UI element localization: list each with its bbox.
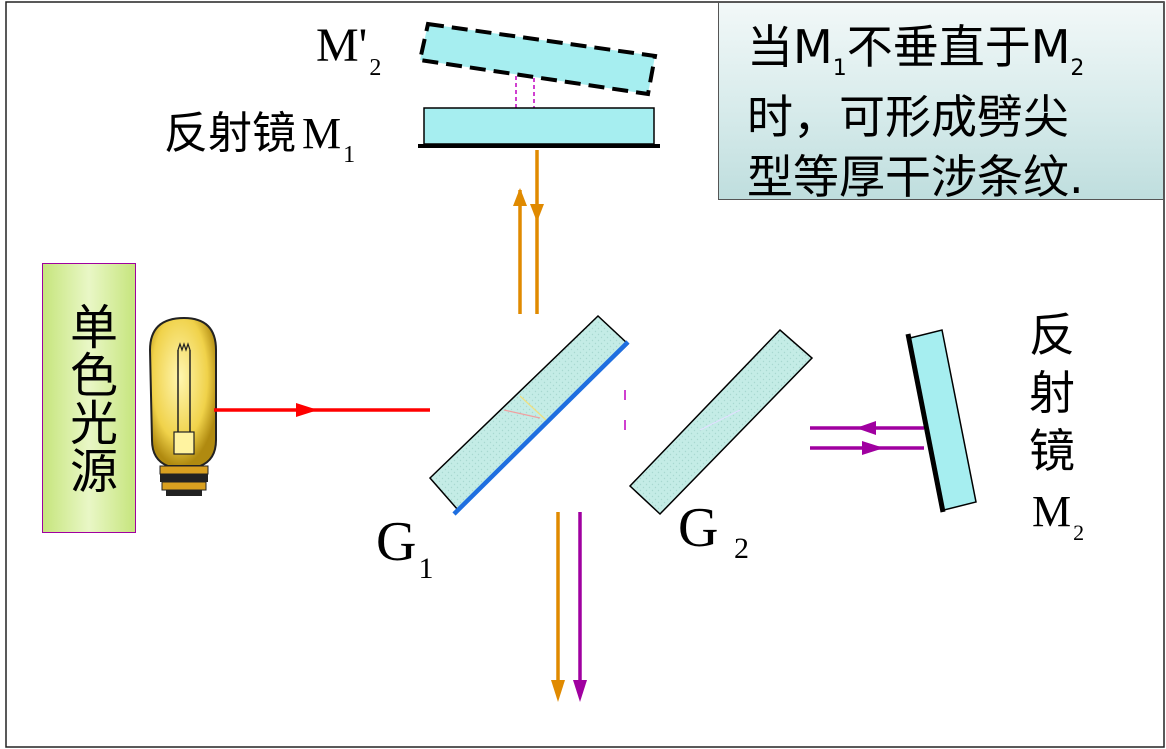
note-line-2: 时，可形成劈尖 <box>747 90 1069 144</box>
mirror-m2 <box>905 329 977 513</box>
label-g2-sub-wrap: 2 <box>734 534 749 564</box>
output-ray-purple-arrow <box>573 680 587 702</box>
label-m2: 反 射 镜 <box>1022 306 1082 480</box>
note-text-2: 不垂直于M <box>846 20 1071 74</box>
source-ray-arrow <box>296 403 318 417</box>
light-source-box: 单色光源 <box>42 263 136 533</box>
mirror-m1 <box>418 107 660 148</box>
label-m1-sub: 1 <box>343 142 356 168</box>
label-m2-symbol: M2 <box>1032 487 1084 544</box>
label-m1-main: M <box>302 109 342 158</box>
label-g1-main: G <box>376 511 417 573</box>
note-line-1: 当M1不垂直于M2 <box>747 17 1153 87</box>
label-m2-prime-sub: 2 <box>369 55 382 81</box>
label-m2-char-2: 射 <box>1029 366 1075 420</box>
note-sub-1: 1 <box>832 56 847 81</box>
lamp-icon <box>148 316 217 496</box>
compensator-g2 <box>628 328 814 516</box>
beam-splitter-g1 <box>428 314 630 516</box>
label-g2-sub: 2 <box>734 532 749 565</box>
label-m2-main: M <box>1032 487 1072 536</box>
label-m1-prefix: 反射镜 <box>164 108 296 159</box>
light-source-label: 单色光源 <box>61 302 117 494</box>
label-g1-sub: 1 <box>418 552 434 585</box>
virtual-mirror-m2-prime <box>417 21 658 97</box>
note-sub-2: 2 <box>1070 56 1085 81</box>
label-m2-sub: 2 <box>1073 520 1085 545</box>
output-ray-orange-arrow <box>551 680 565 702</box>
frame-border <box>5 1 1165 748</box>
ray-down-arrow <box>530 204 544 222</box>
note-box: 当M1不垂直于M2 时，可形成劈尖 型等厚干涉条纹. <box>718 2 1164 204</box>
ray-to-m2-arrow <box>862 441 884 455</box>
label-m2-char-3: 镜 <box>1029 424 1075 478</box>
ray-from-m2-arrow <box>856 421 876 435</box>
label-m2-prime-main: M' <box>316 19 368 72</box>
label-g1: G1 <box>376 511 433 584</box>
label-m2-prime: M'2 <box>316 19 381 81</box>
label-g2-main: G <box>678 500 719 548</box>
ray-up-arrow <box>513 188 527 206</box>
label-m2-char-1: 反 <box>1029 308 1075 362</box>
note-text-1: 当M <box>747 20 833 74</box>
note-line-3: 型等厚干涉条纹. <box>747 150 1084 204</box>
label-g2: G <box>678 500 718 548</box>
